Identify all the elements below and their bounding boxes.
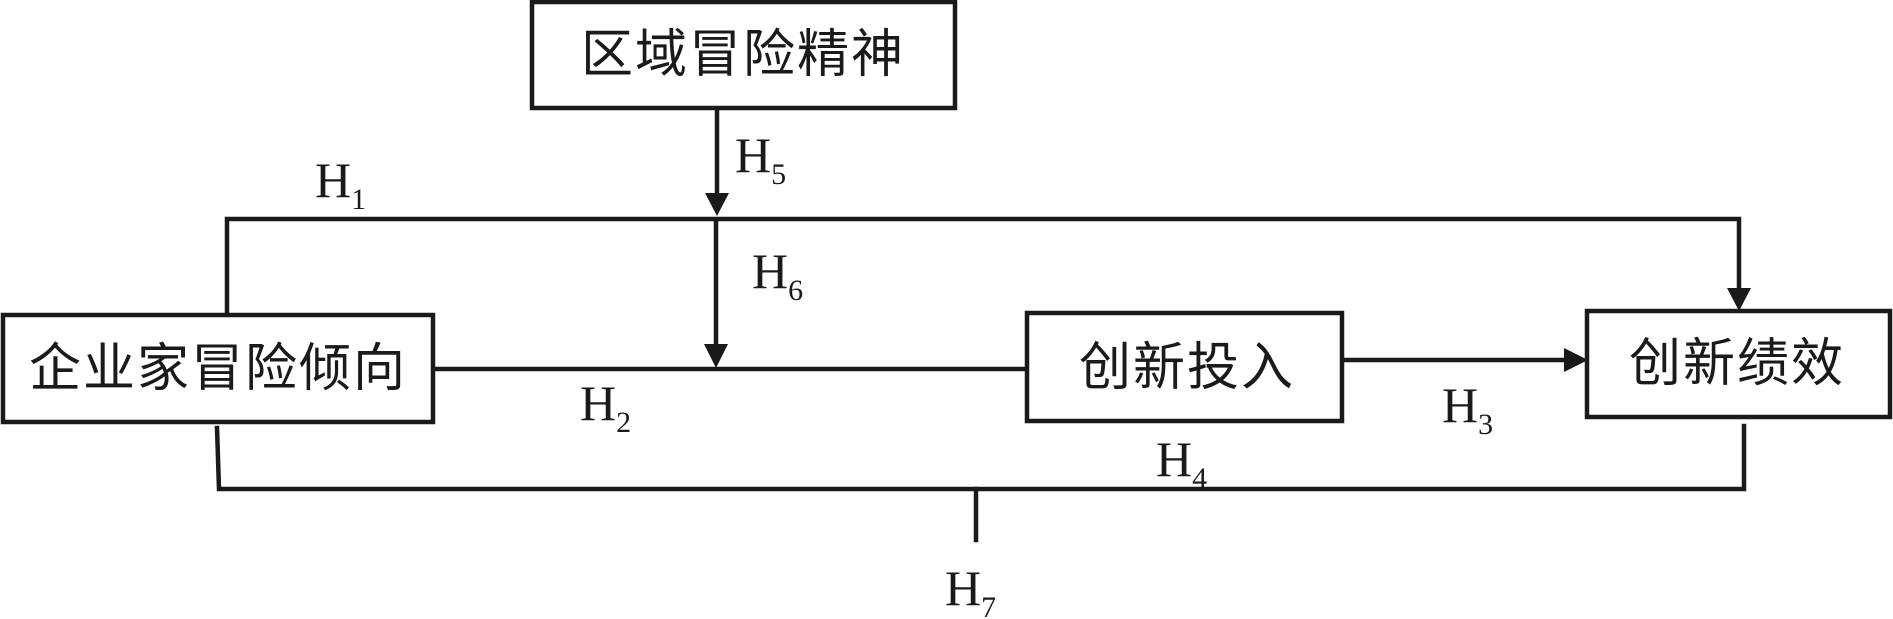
node-regional-spirit: 区域冒险精神 (529, 0, 958, 111)
hypothesis-label-h6: H6 (752, 243, 803, 307)
node-innovation-input: 创新投入 (1024, 310, 1345, 424)
node-regional-spirit-label: 区域冒险精神 (581, 25, 905, 85)
node-innovation-performance: 创新绩效 (1584, 308, 1893, 420)
h1-connector (224, 216, 1742, 318)
h6-arrowhead (704, 344, 728, 368)
hypothesis-label-h5: H5 (735, 127, 786, 191)
node-entrepreneur-risk: 企业家冒险倾向 (0, 312, 436, 425)
node-innovation-input-label: 创新投入 (1079, 338, 1295, 398)
h1-arrowhead (1727, 288, 1751, 311)
node-entrepreneur-risk-label: 企业家冒险倾向 (29, 339, 407, 399)
h5-arrowhead (705, 193, 729, 216)
hypothesis-label-h3: H3 (1442, 377, 1493, 441)
node-innovation-performance-label: 创新绩效 (1629, 334, 1845, 394)
hypothesis-label-h2: H2 (580, 375, 631, 439)
hypothesis-label-h1: H1 (315, 152, 366, 216)
h3-arrowhead (1564, 348, 1588, 372)
hypothesis-label-h7: H7 (945, 560, 996, 619)
hypothesis-label-h4: H4 (1156, 431, 1207, 495)
h4-connector (214, 423, 1747, 492)
